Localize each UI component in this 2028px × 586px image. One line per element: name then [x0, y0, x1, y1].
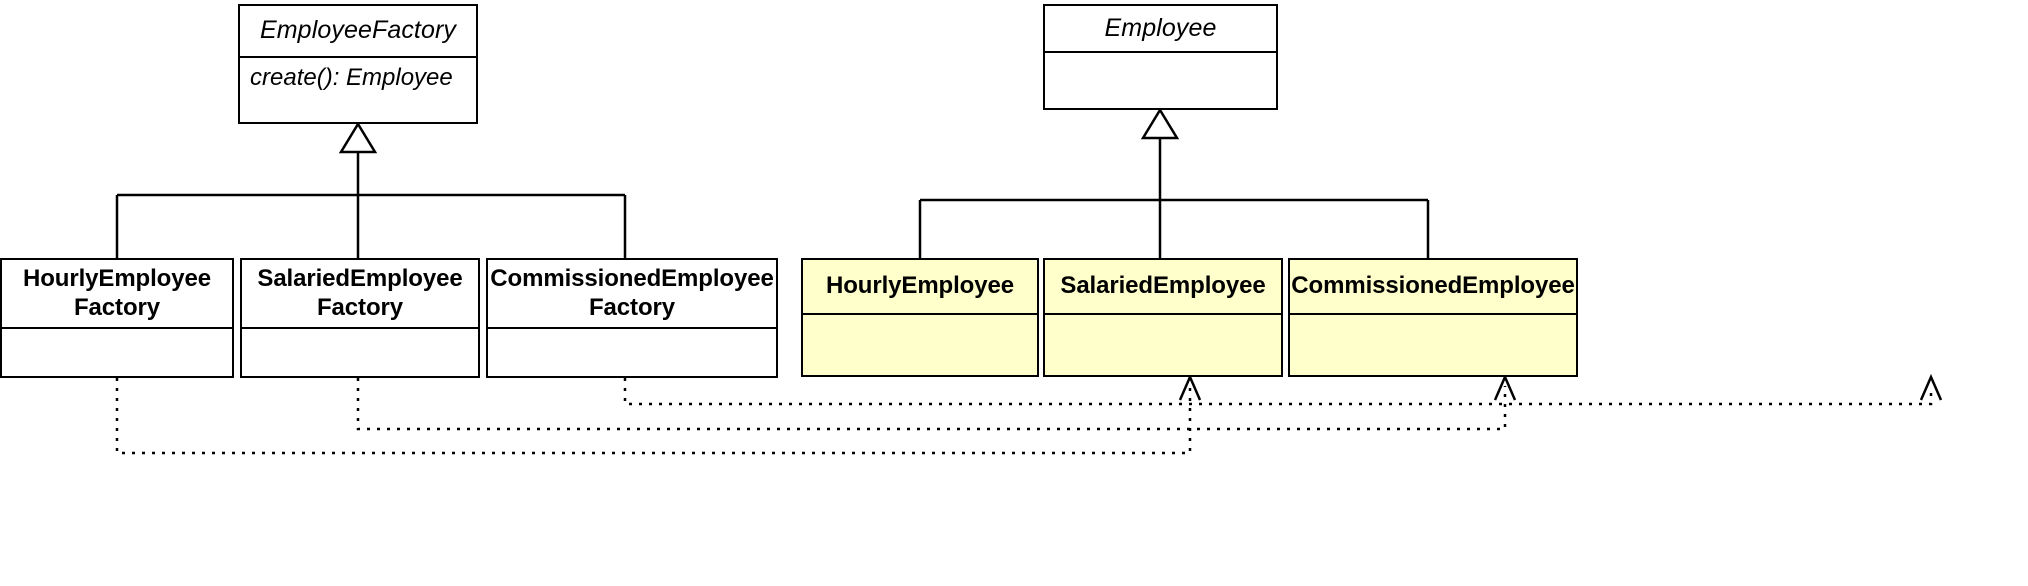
- class-box-employee-factory[interactable]: EmployeeFactory create(): Employee: [238, 4, 478, 124]
- class-name-hourly-employee-factory-line1: HourlyEmployee: [23, 265, 211, 293]
- class-operations-employee-factory: create(): Employee: [240, 56, 476, 122]
- class-operations-salaried-employee-factory: [242, 327, 478, 376]
- generalization-group-factories: [115, 121, 627, 258]
- dependency-arrowhead-salaried: [1493, 373, 1517, 401]
- class-name-employee-factory: EmployeeFactory: [259, 16, 457, 45]
- dependency-arrowhead-hourly: [1178, 373, 1202, 401]
- generalization-triangle-employee: [1140, 107, 1180, 140]
- class-name-compartment-hourly-employee-factory: HourlyEmployee Factory: [2, 260, 232, 327]
- class-operations-employee: [1045, 51, 1276, 108]
- class-name-salaried-employee: SalariedEmployee: [1060, 272, 1266, 300]
- dependency-arrowhead-commissioned: [1919, 373, 1943, 401]
- class-operations-salaried-employee: [1045, 313, 1281, 375]
- class-name-hourly-employee-factory-line2: Factory: [74, 293, 160, 321]
- class-name-commissioned-employee-factory-line1: CommissionedEmployee: [490, 265, 774, 293]
- class-name-salaried-employee-factory-line2: Factory: [317, 293, 403, 321]
- class-name-compartment-commissioned-employee-factory: CommissionedEmployee Factory: [488, 260, 776, 327]
- generalization-group-employees: [918, 107, 1430, 258]
- class-name-commissioned-employee-factory-line2: Factory: [589, 293, 675, 321]
- class-box-salaried-employee-factory[interactable]: SalariedEmployee Factory: [240, 258, 480, 378]
- class-box-commissioned-employee[interactable]: CommissionedEmployee: [1288, 258, 1578, 377]
- operation-create: create(): Employee: [250, 64, 453, 91]
- class-name-compartment-employee: Employee: [1045, 6, 1276, 51]
- class-box-salaried-employee[interactable]: SalariedEmployee: [1043, 258, 1283, 377]
- class-box-employee[interactable]: Employee: [1043, 4, 1278, 110]
- class-name-employee: Employee: [1104, 13, 1217, 42]
- class-name-compartment-commissioned-employee: CommissionedEmployee: [1290, 260, 1576, 313]
- generalization-triangle-employeefactory: [338, 121, 378, 154]
- class-operations-commissioned-employee-factory: [488, 327, 776, 376]
- class-name-compartment-employee-factory: EmployeeFactory: [240, 6, 476, 56]
- class-operations-hourly-employee-factory: [2, 327, 232, 376]
- dependency-path-hourly: [115, 378, 1192, 455]
- dependency-hourly: [115, 373, 1202, 455]
- dependency-commissioned: [623, 373, 1943, 406]
- dependency-path-commissioned: [623, 378, 1933, 406]
- class-name-hourly-employee: HourlyEmployee: [826, 272, 1014, 300]
- class-box-hourly-employee[interactable]: HourlyEmployee: [801, 258, 1039, 377]
- class-box-hourly-employee-factory[interactable]: HourlyEmployee Factory: [0, 258, 234, 378]
- class-operations-hourly-employee: [803, 313, 1037, 375]
- class-box-commissioned-employee-factory[interactable]: CommissionedEmployee Factory: [486, 258, 778, 378]
- dependency-salaried: [356, 373, 1517, 431]
- class-name-compartment-salaried-employee: SalariedEmployee: [1045, 260, 1281, 313]
- class-name-compartment-salaried-employee-factory: SalariedEmployee Factory: [242, 260, 478, 327]
- class-name-compartment-hourly-employee: HourlyEmployee: [803, 260, 1037, 313]
- class-name-commissioned-employee: CommissionedEmployee: [1291, 272, 1575, 300]
- dependency-path-salaried: [356, 378, 1507, 431]
- class-operations-commissioned-employee: [1290, 313, 1576, 375]
- class-name-salaried-employee-factory-line1: SalariedEmployee: [257, 265, 463, 293]
